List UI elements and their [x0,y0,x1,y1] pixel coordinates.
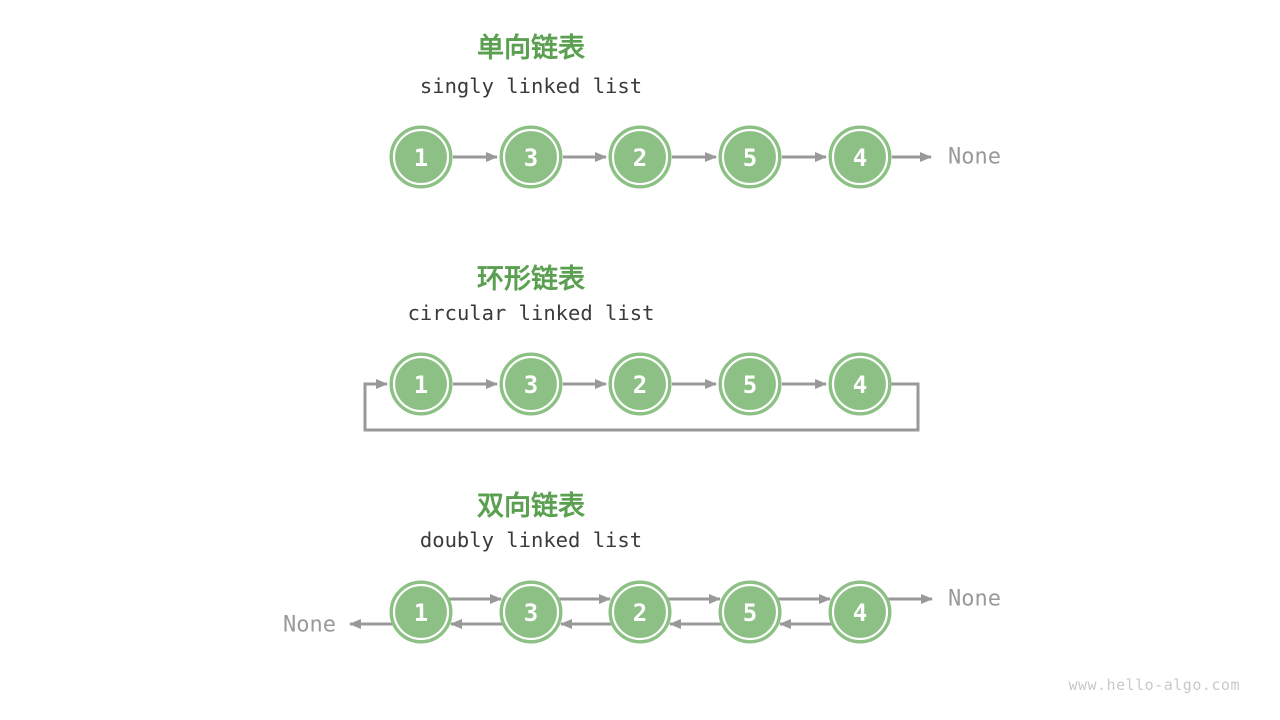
list-node: 3 [499,352,563,416]
node-circle [828,352,892,416]
list-node: 5 [718,580,782,644]
loop-back-arrow [363,379,920,432]
node-value: 5 [743,144,757,172]
node-ring [721,355,779,413]
node-ring [611,128,669,186]
list-node: 3 [499,125,563,189]
node-value: 2 [633,599,647,627]
node-circle [608,125,672,189]
node-circle [499,125,563,189]
node-circle [499,580,563,644]
list-node: 4 [828,352,892,416]
node-value: 5 [743,371,757,399]
node-ring [611,355,669,413]
list-node: 5 [718,352,782,416]
node-circle [499,352,563,416]
node-ring [721,583,779,641]
node-circle [389,580,453,644]
node-ring [502,128,560,186]
node-value: 5 [743,599,757,627]
node-circle [718,352,782,416]
tail-none-label: None [948,145,1001,170]
node-circle [718,125,782,189]
node-value: 4 [853,371,867,399]
list-node: 1 [389,580,453,644]
node-circle [828,580,892,644]
node-value: 3 [524,599,538,627]
node-circle [828,125,892,189]
node-ring [502,583,560,641]
section-title: 双向链表 [477,490,585,521]
list-node: 1 [389,352,453,416]
list-node: 2 [608,125,672,189]
node-ring [831,355,889,413]
node-ring [502,355,560,413]
list-node: 3 [499,580,563,644]
node-ring [611,583,669,641]
node-circle [608,352,672,416]
watermark: www.hello-algo.com [1068,676,1240,694]
list-node: 2 [608,580,672,644]
section-subtitle: doubly linked list [420,528,642,552]
node-value: 1 [414,599,428,627]
list-node: 4 [828,125,892,189]
node-value: 4 [853,144,867,172]
node-ring [392,355,450,413]
node-value: 2 [633,144,647,172]
section-subtitle: circular linked list [408,301,655,325]
node-circle [718,580,782,644]
node-circle [389,125,453,189]
node-value: 1 [414,371,428,399]
node-circle [389,352,453,416]
node-value: 2 [633,371,647,399]
tail-none-label: None [948,587,1001,612]
node-value: 1 [414,144,428,172]
list-node: 4 [828,580,892,644]
node-value: 4 [853,599,867,627]
node-ring [392,128,450,186]
head-none-label: None [283,613,336,638]
node-ring [831,128,889,186]
section-title: 单向链表 [477,32,585,63]
node-ring [831,583,889,641]
list-node: 5 [718,125,782,189]
node-value: 3 [524,144,538,172]
section-title: 环形链表 [477,263,585,294]
section-circular-linked-list: 环形链表 circular linked list 1 3 2 5 4 [363,263,920,432]
node-value: 3 [524,371,538,399]
list-node: 1 [389,125,453,189]
node-circle [608,580,672,644]
node-ring [392,583,450,641]
list-node: 2 [608,352,672,416]
section-subtitle: singly linked list [420,74,642,98]
node-ring [721,128,779,186]
